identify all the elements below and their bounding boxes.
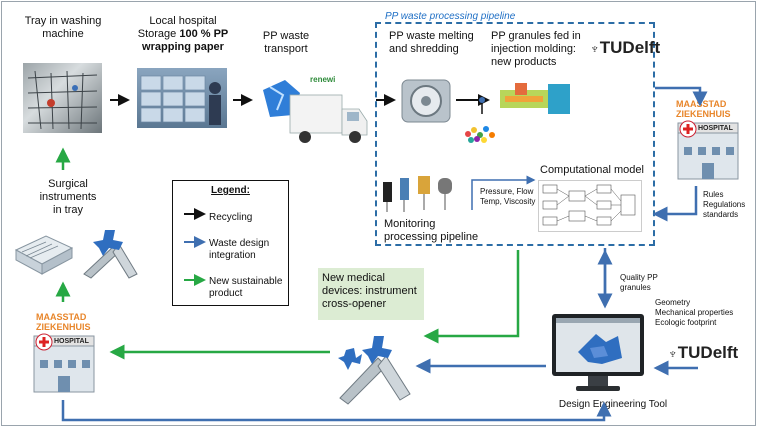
cross-opener-icon (338, 336, 411, 405)
monitoring-label: Monitoring processing pipeline (384, 218, 479, 243)
surgical-tray-icon (14, 235, 74, 275)
quality-label: Quality PP granules (620, 273, 658, 292)
truck-icon (263, 80, 368, 143)
flame-icon: ♆ (590, 41, 600, 56)
tudelft-logo-bottom-text: TUDelft (677, 343, 739, 362)
cross-opener-photo-top (79, 224, 140, 280)
tudelft-logo-bottom: ♆TUDelft (668, 343, 738, 363)
design-tool-label: Design Engineering Tool (558, 399, 668, 410)
injection-molding-icon (500, 83, 570, 114)
storage-label: Local hospital Storage 100 % PP wrapping… (128, 15, 238, 54)
melting-label: PP waste melting and shredding (389, 30, 474, 55)
sensors-icon (383, 176, 452, 212)
injection-molding-photo (495, 78, 575, 123)
surgical-tray-photo (12, 228, 75, 278)
sensors-photo (380, 172, 460, 214)
shredder-icon (401, 79, 451, 123)
storage-label-bold: 100 % PP wrapping paper (142, 28, 229, 53)
transport-label: PP waste transport (262, 30, 310, 55)
new-devices-label: New medical devices: instrument cross-op… (322, 272, 417, 310)
computer-monitor-icon (552, 314, 644, 391)
pipeline-title: PP waste processing pipeline (385, 11, 516, 22)
cross-opener-photo-bottom (334, 328, 412, 405)
tray-label: Tray in washing machine (24, 15, 102, 40)
shredder-photo (400, 74, 452, 126)
new-devices-box (318, 268, 424, 320)
granules-icon (465, 126, 495, 143)
pipeline-box (375, 22, 655, 246)
legend-waste-design-label: Waste design integration (209, 238, 270, 261)
computational-model-diagram (538, 180, 642, 232)
stacked-packages-icon (140, 75, 221, 125)
hospital-building-icon (33, 333, 95, 393)
cross-opener-icon (83, 230, 138, 279)
hospital-sign-right: HOSPITAL (698, 125, 733, 132)
legend-sustainable-label: New sustainable product (209, 276, 283, 299)
hospital-sign-left: HOSPITAL (54, 338, 89, 345)
instrument-rack-icon (27, 70, 98, 130)
maasstad-logo-left: MAASSTAD ZIEKENHUIS (36, 312, 91, 332)
computational-label: Computational model (540, 164, 644, 176)
flame-icon: ♆ (668, 346, 678, 361)
storage-photo (137, 68, 227, 128)
granules-label: PP granules fed in injection molding: ne… (491, 30, 581, 68)
pressure-label: Pressure, Flow Temp, Viscosity (480, 187, 536, 206)
legend: Legend: Recycling Waste design integrati… (172, 180, 289, 306)
hospital-right: HOSPITAL (674, 113, 744, 183)
hospital-building-icon (677, 120, 739, 180)
tudelft-logo-top: ♆TUDelft (590, 38, 660, 58)
washing-tray-photo (23, 63, 102, 133)
legend-recycling-label: Recycling (209, 212, 253, 223)
design-tool-monitor (548, 312, 648, 396)
storage-label-prefix: Local hospital Storage (137, 15, 217, 40)
transport-illustration: renewi (255, 75, 372, 150)
surgical-label: Surgical instruments in tray (39, 178, 97, 216)
renewi-logo: renewi (310, 75, 336, 84)
geometry-label: Geometry Mechanical properties Ecologic … (655, 298, 734, 327)
hospital-left: HOSPITAL (30, 326, 100, 396)
tudelft-logo-top-text: TUDelft (599, 38, 661, 57)
legend-title: Legend: (211, 185, 250, 196)
block-diagram-icon (542, 184, 636, 226)
rules-label: Rules Regulations standards (703, 190, 746, 219)
granules-photo (462, 114, 500, 144)
